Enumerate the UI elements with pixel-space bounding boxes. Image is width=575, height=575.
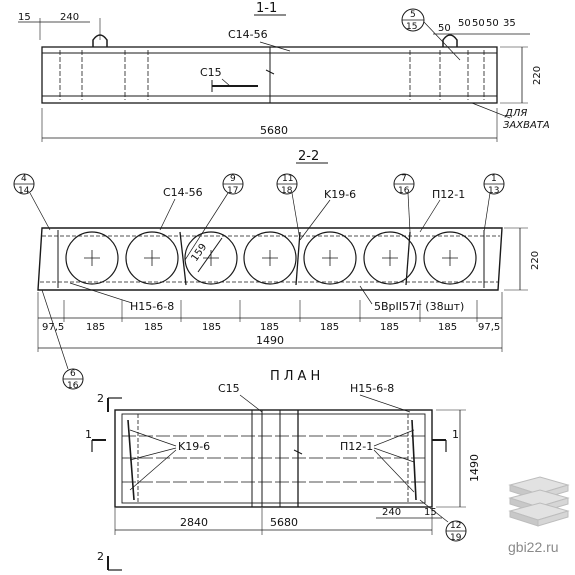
dim-50: 50 xyxy=(438,23,451,34)
dim-total-width: 1490 xyxy=(256,334,284,347)
note-for-grip: ЗАХВАТА xyxy=(503,120,550,131)
callout-top: 11 xyxy=(282,174,293,184)
label-h15-6-8: H15-6-8 xyxy=(350,382,394,395)
callout-top: 1 xyxy=(491,174,497,184)
dim-15: 15 xyxy=(18,12,31,23)
stack-icon xyxy=(508,476,570,527)
callout-bubble: 7 16 xyxy=(393,173,415,233)
watermark: gbi22.ru xyxy=(508,476,570,555)
slab-cross-section xyxy=(37,227,503,291)
slab-plan xyxy=(114,409,433,508)
callout-top: 4 xyxy=(21,174,27,184)
plan-view: ПЛАН 6 16 2 C15 H15-6-8 K19-6 П1 xyxy=(41,289,481,571)
dim-length: 5680 xyxy=(260,124,288,137)
callout-bubble: 9 17 xyxy=(184,173,244,261)
callout-bottom: 14 xyxy=(18,186,30,196)
note-for-grip: ДЛЯ xyxy=(504,108,527,119)
lift-loop xyxy=(442,34,458,47)
label-k19-6: K19-6 xyxy=(178,440,210,453)
label-k19-6: K19-6 xyxy=(324,188,356,201)
plan-title: ПЛАН xyxy=(270,369,324,384)
callout-bottom: 19 xyxy=(450,533,462,543)
section-title: 2-2 xyxy=(298,149,319,164)
label-c15: C15 xyxy=(200,66,222,79)
hollow-cores xyxy=(65,231,477,285)
cut-mark: 2 xyxy=(97,392,104,405)
callout-top: 9 xyxy=(230,174,236,184)
cut-mark: 1 xyxy=(85,428,92,441)
lift-loop xyxy=(92,34,108,47)
dim-240: 240 xyxy=(60,12,79,23)
section-title: 1-1 xyxy=(256,1,277,16)
callout-top: 6 xyxy=(70,369,76,379)
callout-top: 12 xyxy=(450,521,461,531)
dim-50: 50 xyxy=(486,18,499,29)
callout-bubble: 4 14 xyxy=(13,173,51,231)
dim-half: 2840 xyxy=(180,516,208,529)
dim-height: 220 xyxy=(532,66,543,85)
section-1-1: 1-1 15 240 C14-56 C15 5 xyxy=(18,1,550,142)
dim-50: 50 xyxy=(458,18,471,29)
dim-spacing: 185 xyxy=(86,322,105,333)
cut-mark: 1 xyxy=(452,428,459,441)
dim-height: 220 xyxy=(530,251,541,270)
dim-spacing: 185 xyxy=(438,322,457,333)
callout-bubble: 1 13 xyxy=(483,173,505,233)
dim-spacing: 185 xyxy=(260,322,279,333)
callout-bubble: 11 18 xyxy=(276,173,301,241)
dim-width: 1490 xyxy=(468,454,481,482)
label-c14-56: C14-56 xyxy=(163,186,203,199)
dim-spacing: 185 xyxy=(144,322,163,333)
dim-spacing: 185 xyxy=(380,322,399,333)
dim-spacing: 97,5 xyxy=(478,322,500,333)
dim-35: 35 xyxy=(503,18,516,29)
callout-bottom: 16 xyxy=(398,186,410,196)
dim-end: 15 xyxy=(424,507,437,518)
callout-bottom: 17 xyxy=(227,186,238,196)
watermark-text: gbi22.ru xyxy=(508,539,559,555)
label-p12-1: П12-1 xyxy=(340,440,373,453)
label-h15-6-8: H15-6-8 xyxy=(130,300,174,313)
dim-spacing: 185 xyxy=(202,322,221,333)
section-2-2: 2-2 159 4 14 xyxy=(13,149,541,352)
dim-spacing: 97,5 xyxy=(42,322,64,333)
label-p12-1: П12-1 xyxy=(432,188,465,201)
callout-bottom: 16 xyxy=(67,381,79,391)
label-bar-note: 5ВрII57г (38шт) xyxy=(374,300,464,313)
callout-top: 7 xyxy=(401,174,407,184)
dim-end: 240 xyxy=(382,507,401,518)
cut-mark: 2 xyxy=(97,550,104,563)
dim-spacing: 185 xyxy=(320,322,339,333)
dim-length: 5680 xyxy=(270,516,298,529)
callout-bottom: 13 xyxy=(488,186,499,196)
label-c15: C15 xyxy=(218,382,240,395)
callout-bottom: 15 xyxy=(406,22,417,32)
callout-bottom: 18 xyxy=(281,186,293,196)
dim-50: 50 xyxy=(472,18,485,29)
callout-top: 5 xyxy=(410,10,416,20)
label-c14-56: C14-56 xyxy=(228,28,268,41)
